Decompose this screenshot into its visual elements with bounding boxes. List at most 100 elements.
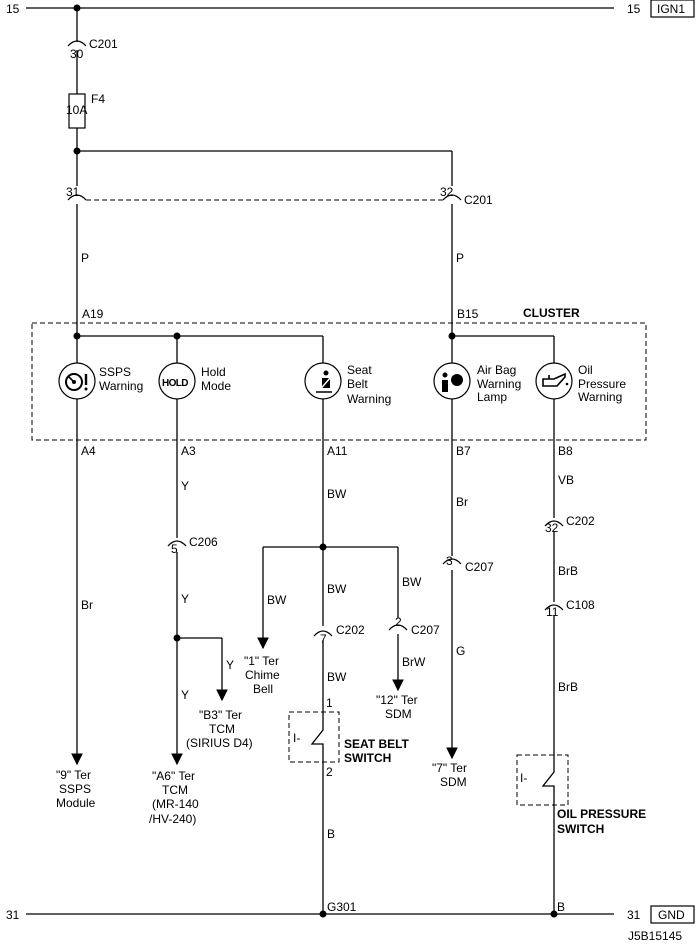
wire-color-g: G xyxy=(456,644,465,658)
wire-color-bw-mid: BW xyxy=(327,582,347,596)
seat-belt-label-line1: Seat xyxy=(347,363,372,377)
c207-sdm-pin: 2 xyxy=(395,615,402,629)
cluster-pin-b8: B8 xyxy=(558,444,573,458)
c202-oil-label: C202 xyxy=(566,514,595,528)
oil-pressure-warning-indicator: Oil Pressure Warning xyxy=(535,362,626,404)
sdm-12-line2: SDM xyxy=(385,707,412,721)
seat-belt-switch-symbol: I- xyxy=(293,724,324,765)
air-bag-circuit: Br 3 C207 G "7" Ter SDM xyxy=(432,440,494,789)
seat-belt-switch-title-2: SWITCH xyxy=(344,751,391,765)
hold-label-line1: Hold xyxy=(201,365,226,379)
air-bag-label-line2: Warning xyxy=(477,377,521,391)
svg-text:I-: I- xyxy=(293,731,300,745)
ssps-label-line2: Warning xyxy=(99,379,143,393)
tcm-a6-line2: TCM xyxy=(162,783,188,797)
tcm-b3-line3: (SIRIUS D4) xyxy=(186,736,253,750)
main-feed-left: 30 C201 10A F4 xyxy=(66,8,453,186)
oil-label-line2: Pressure xyxy=(578,377,626,391)
hold-icon: HOLD xyxy=(162,378,188,389)
oil-label-line3: Warning xyxy=(578,390,622,404)
c206-pin: 5 xyxy=(171,542,178,556)
ssps-warning-indicator: SSPS Warning xyxy=(58,336,143,400)
cluster-title: CLUSTER xyxy=(523,306,580,320)
c206-label: C206 xyxy=(189,535,218,549)
wire-color-b-belt: B xyxy=(327,827,335,841)
chime-line2: Chime xyxy=(245,668,280,682)
ssps-circuit: Br "9" Ter SSPS Module xyxy=(56,440,96,810)
wire-color-bw-right: BW xyxy=(402,575,422,589)
sdm-12-line1: "12" Ter xyxy=(376,693,418,707)
wire-color-brb-1: BrB xyxy=(558,564,578,578)
air-bag-label-line1: Air Bag xyxy=(477,363,516,377)
c201-pin-32: 32 xyxy=(440,185,454,199)
c202-oil-pin: 32 xyxy=(545,521,559,535)
rail-bottom-right-number: 31 xyxy=(627,908,641,922)
seat-belt-switch-pin-1: 1 xyxy=(326,696,333,710)
wire-color-vb: VB xyxy=(558,473,574,487)
fuse-name: F4 xyxy=(91,92,105,106)
c201-pin-31: 31 xyxy=(66,185,80,199)
c207-g-pin: 3 xyxy=(446,554,453,568)
cluster-pin-a11: A11 xyxy=(327,444,348,458)
seat-belt-switch-title-1: SEAT BELT xyxy=(344,737,410,751)
wire-color-bw-left: BW xyxy=(267,593,287,607)
oil-pressure-switch-title-1: OIL PRESSURE xyxy=(557,807,646,821)
ign1-tag: IGN1 xyxy=(657,2,685,16)
wire-color-y-3: Y xyxy=(226,658,234,672)
figure-id: J5B15145 xyxy=(628,929,682,943)
cluster-pin-b7: B7 xyxy=(456,444,471,458)
sdm-7-line2: SDM xyxy=(440,775,467,789)
seat-belt-warning-indicator: Seat Belt Warning xyxy=(304,362,391,406)
gnd-tag: GND xyxy=(658,908,685,922)
c202-belt-label: C202 xyxy=(336,623,365,637)
wire-color-y-2: Y xyxy=(181,592,189,606)
chime-line3: Bell xyxy=(253,682,273,696)
sdm-7-line1: "7" Ter xyxy=(432,761,467,775)
wire-color-bw-low: BW xyxy=(327,670,347,684)
rail-top-right-number: 15 xyxy=(627,2,641,16)
wire-color-p-right: P xyxy=(456,251,464,265)
svg-text:I-: I- xyxy=(520,771,527,785)
ssps-module-line1: "9" Ter xyxy=(56,768,91,782)
seat-belt-switch-pin-2: 2 xyxy=(326,765,333,779)
steering-warning-icon xyxy=(65,373,88,391)
cluster-pin-a4: A4 xyxy=(81,444,96,458)
c201-label: C201 xyxy=(89,37,118,51)
c207-sdm-label: C207 xyxy=(411,623,440,637)
rail-bottom-left-number: 31 xyxy=(6,908,20,922)
oil-label-line1: Oil xyxy=(578,363,593,377)
wire-color-brb-2: BrB xyxy=(558,680,578,694)
ssps-label-line1: SSPS xyxy=(99,365,131,379)
ssps-module-line3: Module xyxy=(56,796,96,810)
ground-rail: G301 B 31 31 GND xyxy=(6,900,695,924)
oil-can-icon xyxy=(542,372,569,387)
air-bag-label-line3: Lamp xyxy=(477,390,507,404)
airbag-icon xyxy=(442,372,463,392)
chime-line1: "1" Ter xyxy=(244,654,279,668)
cluster-pin-a3: A3 xyxy=(181,444,196,458)
wire-color-br-ssps: Br xyxy=(81,598,93,612)
c201-label-right: C201 xyxy=(464,193,493,207)
wire-color-y-4: Y xyxy=(181,688,189,702)
seat-belt-icon xyxy=(316,370,332,393)
wire-color-y-1: Y xyxy=(181,479,189,493)
ground-g301-label: G301 xyxy=(327,900,357,914)
tcm-b3-line2: TCM xyxy=(209,722,235,736)
oil-pressure-circuit: VB 32 C202 BrB 11 C108 BrB I- OIL PRESSU… xyxy=(516,440,646,914)
air-bag-warning-indicator: Air Bag Warning Lamp xyxy=(433,336,521,404)
hold-label-line2: Mode xyxy=(201,379,231,393)
wire-color-p-left: P xyxy=(81,251,89,265)
fuse-rating: 10A xyxy=(66,103,87,117)
hold-mode-indicator: HOLD Hold Mode xyxy=(158,362,231,400)
tcm-a6-line4: /HV-240) xyxy=(149,812,196,826)
wire-color-bw-main: BW xyxy=(327,487,347,501)
tcm-b3-line1: "B3" Ter xyxy=(199,708,242,722)
c201-connector-row: 31 32 C201 P P xyxy=(66,185,493,336)
seat-belt-circuit: BW BW BW BW 2 C207 BrW "12" Ter SDM "1" … xyxy=(244,440,440,914)
rail-top-left-number: 15 xyxy=(6,2,20,16)
cluster-pin-b15: B15 xyxy=(457,307,479,321)
tcm-a6-line1: "A6" Ter xyxy=(152,769,195,783)
ground-b-label: B xyxy=(557,900,565,914)
oil-pressure-switch-symbol: I- xyxy=(520,766,555,806)
